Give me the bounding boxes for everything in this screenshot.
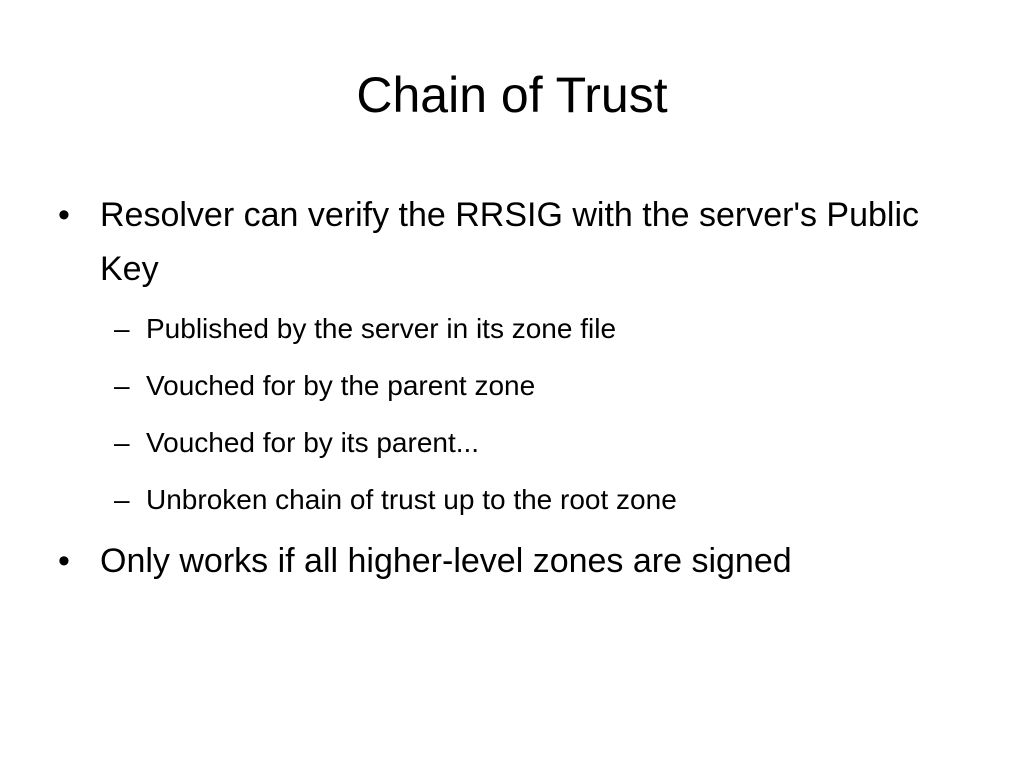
- sub-bullet-list: – Published by the server in its zone fi…: [58, 300, 978, 528]
- bullet-item: • Only works if all higher-level zones a…: [58, 534, 978, 588]
- bullet-text: Resolver can verify the RRSIG with the s…: [100, 196, 920, 288]
- bullet-marker: •: [58, 542, 70, 580]
- sub-bullet-marker: –: [114, 313, 130, 344]
- bullet-text: Only works if all higher-level zones are…: [100, 542, 792, 580]
- bullet-item: • Resolver can verify the RRSIG with the…: [58, 188, 978, 296]
- bullet-marker: •: [58, 196, 70, 234]
- sub-bullet-text: Published by the server in its zone file: [146, 313, 617, 344]
- sub-bullet-text: Unbroken chain of trust up to the root z…: [146, 484, 677, 515]
- sub-bullet-marker: –: [114, 427, 130, 458]
- sub-bullet-marker: –: [114, 370, 130, 401]
- sub-bullet-item: – Unbroken chain of trust up to the root…: [58, 471, 978, 528]
- slide-body: • Resolver can verify the RRSIG with the…: [58, 188, 978, 588]
- sub-bullet-text: Vouched for by the parent zone: [146, 370, 536, 401]
- sub-bullet-text: Vouched for by its parent...: [146, 427, 480, 458]
- sub-bullet-item: – Published by the server in its zone fi…: [58, 300, 978, 357]
- slide-title: Chain of Trust: [356, 67, 668, 123]
- sub-bullet-item: – Vouched for by its parent...: [58, 414, 978, 471]
- sub-bullet-marker: –: [114, 484, 130, 515]
- sub-bullet-item: – Vouched for by the parent zone: [58, 357, 978, 414]
